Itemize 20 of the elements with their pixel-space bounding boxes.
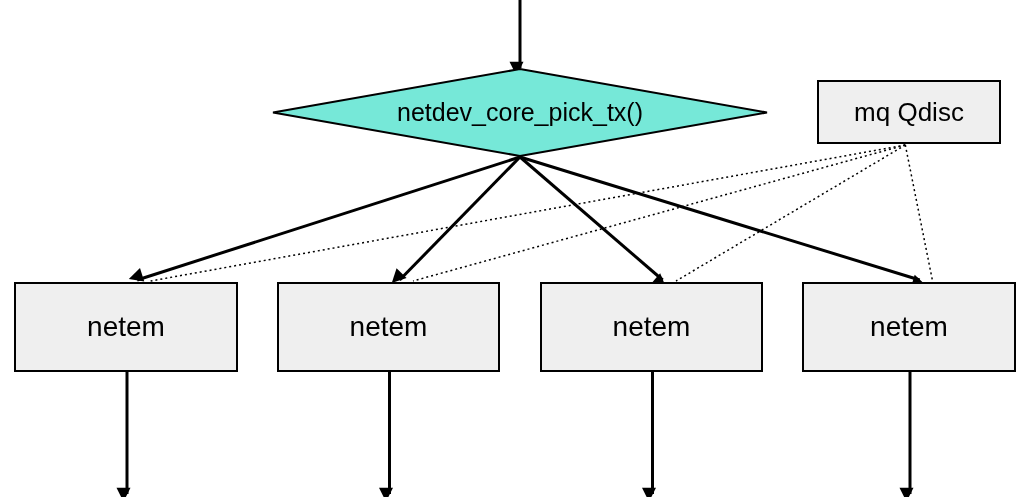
node-label: mq Qdisc — [854, 96, 964, 128]
node-label: netem — [612, 311, 691, 343]
dotted-line — [904, 144, 934, 282]
dotted-line — [412, 144, 907, 282]
node-label: netem — [349, 311, 428, 343]
process-box — [802, 282, 1016, 372]
arrow — [379, 372, 393, 497]
process-box — [540, 282, 763, 372]
arrow — [391, 155, 522, 284]
arrow — [899, 372, 914, 497]
process-box — [14, 282, 238, 372]
node-label: netem — [870, 311, 948, 343]
decision-diamond — [272, 68, 768, 157]
dotted-line — [675, 144, 907, 282]
process-box — [277, 282, 500, 372]
node-label: netdev_core_pick_tx() — [397, 98, 643, 127]
arrow — [642, 372, 656, 497]
node-label: netem — [87, 311, 165, 343]
process-box — [817, 80, 1001, 144]
arrow — [116, 372, 131, 497]
